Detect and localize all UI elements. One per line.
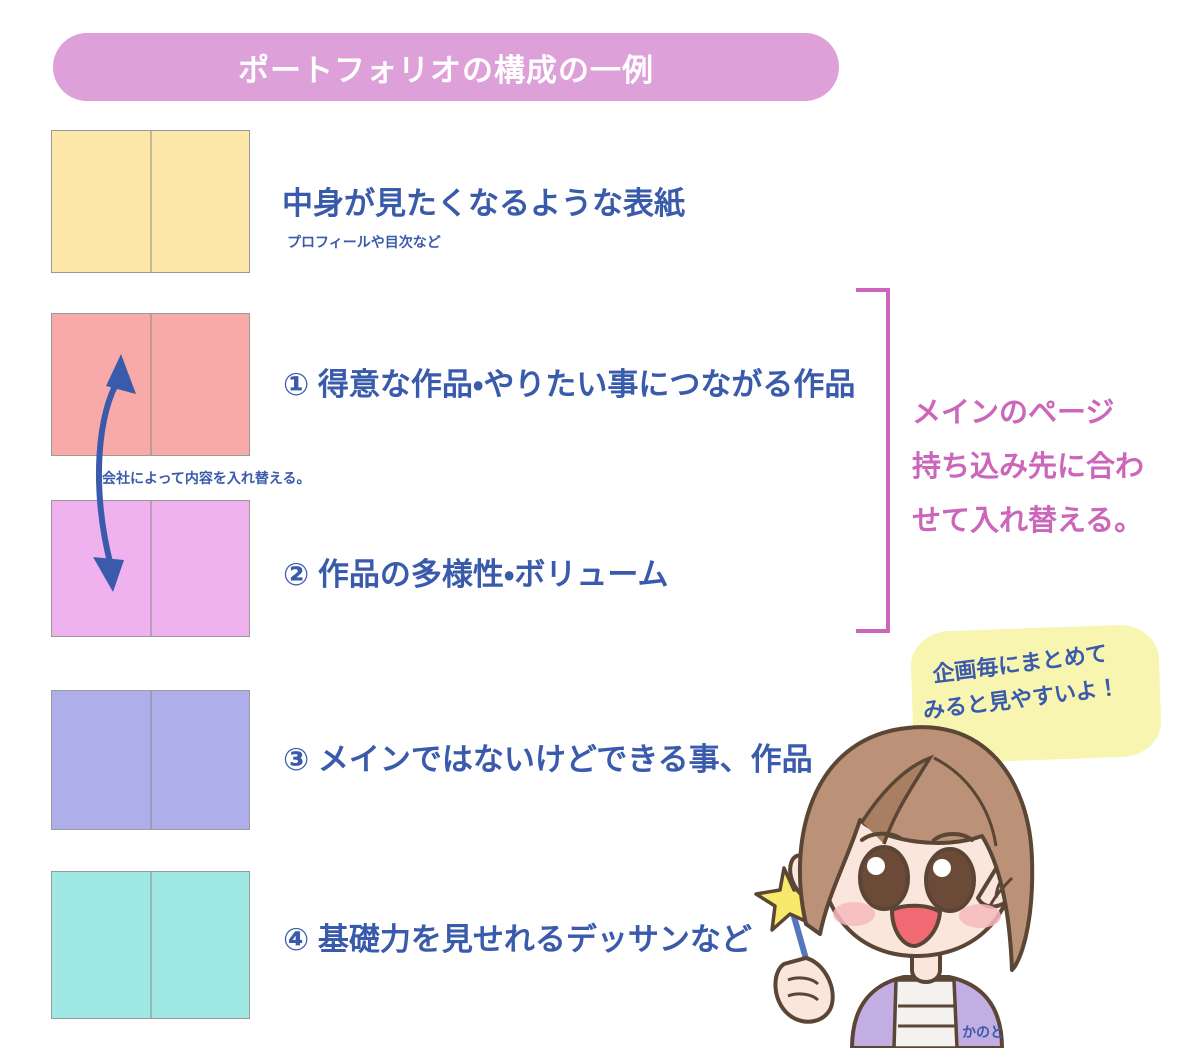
spread-gutter [150,131,151,272]
row-subtext-cover: プロフィールや目次など [287,234,441,250]
spread-gutter [150,872,151,1018]
title-banner: ポートフォリオの構成の一例 [53,33,839,101]
character-head [788,725,1035,972]
main-note-line-1: メインのページ [912,397,1115,429]
author-signature: かのと [962,1024,1004,1040]
character-body [849,952,1005,1048]
row-heading-basic: ④ 基礎力を見せれるデッサンなど [283,922,752,957]
main-note-line-2: 持ち込み先に合わ [912,451,1145,483]
spread-gutter [150,314,151,455]
book-spread-basic [51,871,250,1019]
row-heading-cover: 中身が見たくなるような表紙 [282,186,685,221]
page-title: ポートフォリオの構成の一例 [238,52,654,88]
row-heading-main1: ① 得意な作品・やりたい事につながる作品 [283,367,856,402]
book-spread-main2 [51,500,250,637]
character-illustration [754,725,1035,1048]
row-heading-main2: ② 作品の多様性・ボリューム [283,557,669,592]
row-heading-sub: ③ メインではないけどできる事、作品 [283,742,813,777]
main-pages-note: メインのページ 持ち込み先に合わ せて入れ替える。 [912,386,1164,548]
main-note-line-3: せて入れ替える。 [912,505,1144,537]
character-hand [773,955,835,1024]
spread-gutter [150,691,151,829]
book-spread-main1 [51,313,250,456]
swap-annotation-label: 会社によって内容を入れ替える。 [102,470,311,486]
book-spread-sub [51,690,250,830]
main-pages-bracket [856,288,890,633]
spread-gutter [150,501,151,636]
book-spread-cover [51,130,250,273]
